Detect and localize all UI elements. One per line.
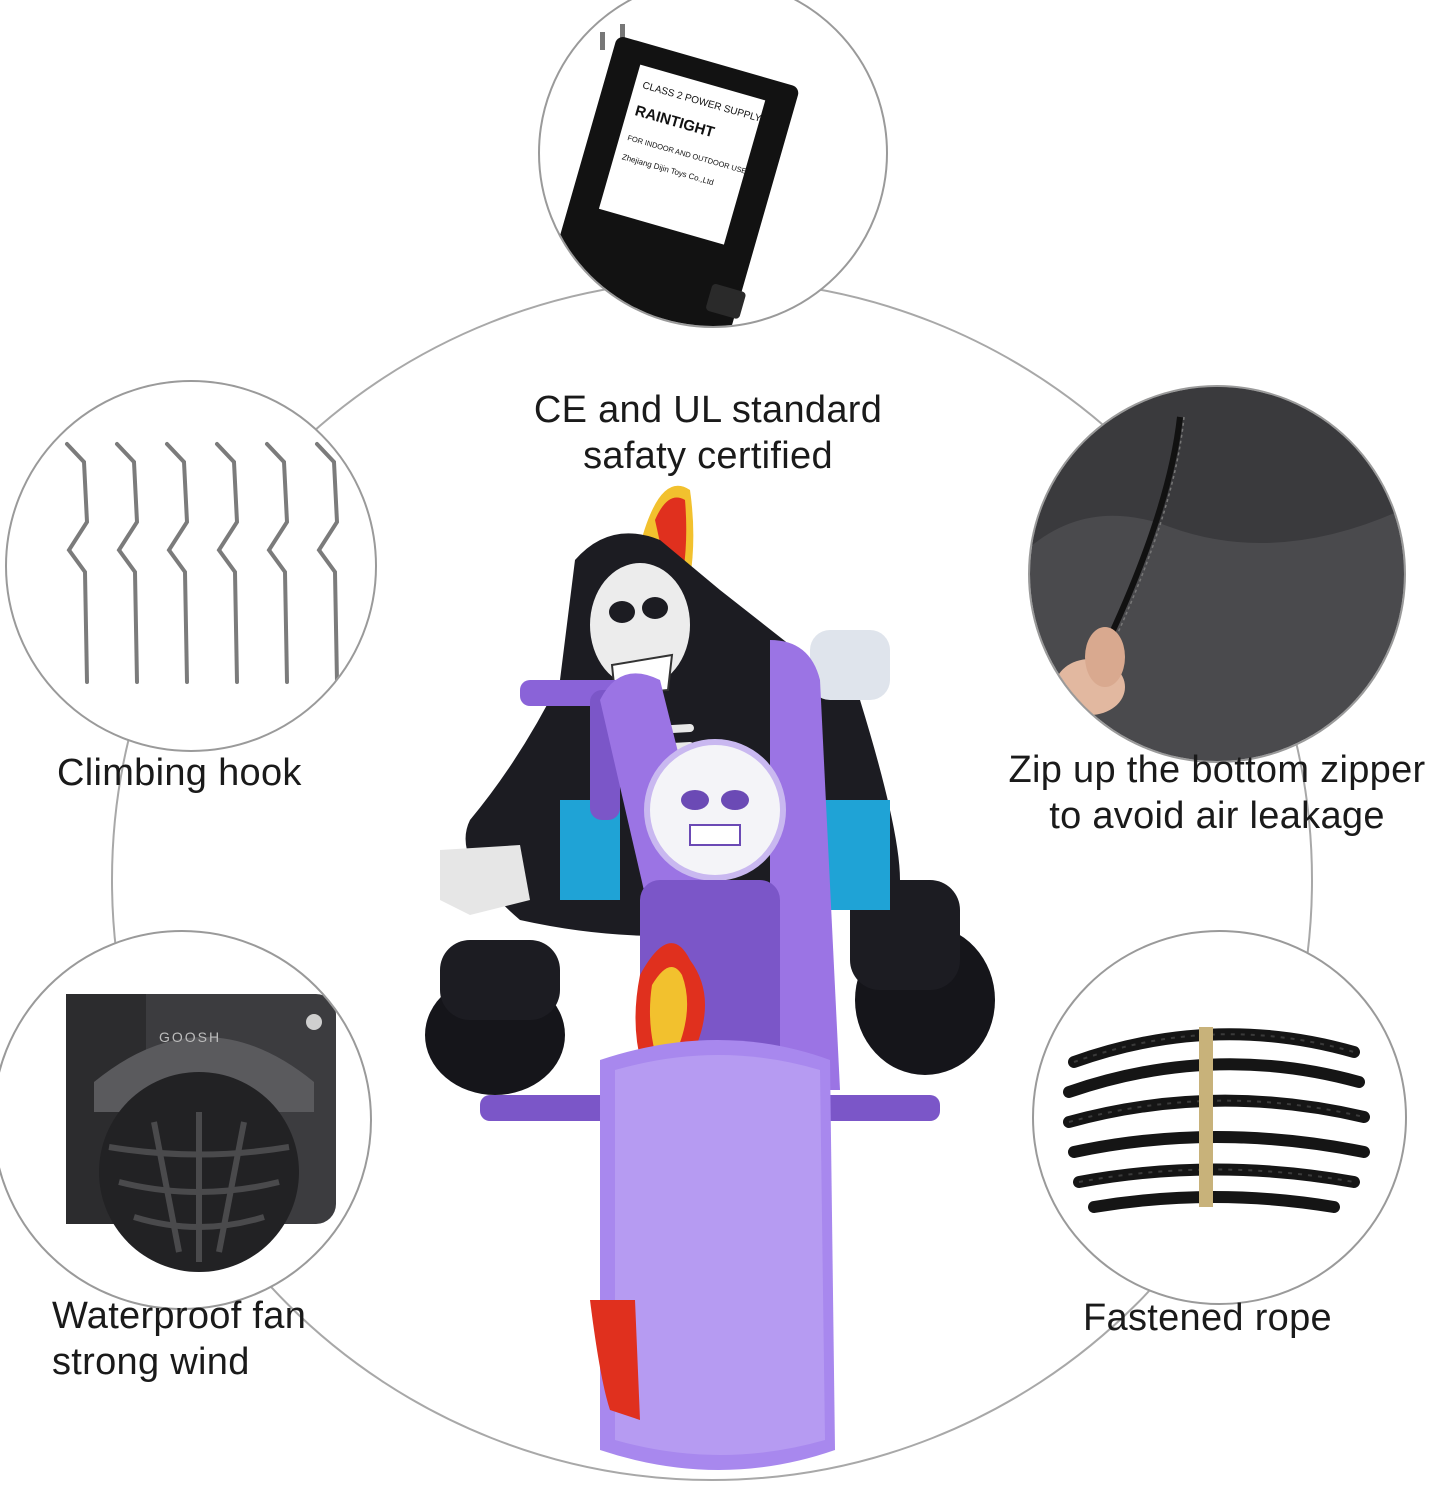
climbing-hook-caption-line-1: Climbing hook xyxy=(57,752,302,794)
zipper-caption-line-2: to avoid air leakage xyxy=(1049,795,1385,837)
rope-coil-icon xyxy=(1063,1027,1370,1213)
fan-caption-line-1: Waterproof fan xyxy=(52,1295,307,1337)
rope-caption-line-1: Fastened rope xyxy=(1083,1297,1332,1339)
zipper-icon xyxy=(1030,387,1404,761)
power-adapter-icon: CLASS 2 POWER SUPPLY RAINTIGHT FOR INDOO… xyxy=(546,24,799,326)
fan-caption: Waterproof fan strong wind xyxy=(52,1293,306,1385)
zipper-caption: Zip up the bottom zipper to avoid air le… xyxy=(978,747,1449,839)
climbing-hook-circle xyxy=(5,380,377,752)
zipper-circle xyxy=(1028,385,1406,763)
climbing-hook-caption: Climbing hook xyxy=(57,750,302,796)
fan-caption-line-2: strong wind xyxy=(52,1341,250,1383)
fan-circle: GOOSH xyxy=(0,930,372,1310)
power-supply-caption-line-1: CE and UL standard xyxy=(533,389,883,431)
power-supply-caption-line-2: safaty certified xyxy=(583,435,833,477)
metal-stakes-icon xyxy=(65,442,340,684)
fan-brand-text: GOOSH xyxy=(159,1029,221,1045)
power-supply-circle: CLASS 2 POWER SUPPLY RAINTIGHT FOR INDOO… xyxy=(538,0,888,328)
rope-caption: Fastened rope xyxy=(1083,1295,1332,1341)
blower-fan-icon: GOOSH xyxy=(66,994,336,1272)
power-supply-caption: CE and UL standard safaty certified xyxy=(478,387,938,479)
zipper-caption-line-1: Zip up the bottom zipper xyxy=(1008,749,1426,791)
rope-circle xyxy=(1032,930,1407,1305)
